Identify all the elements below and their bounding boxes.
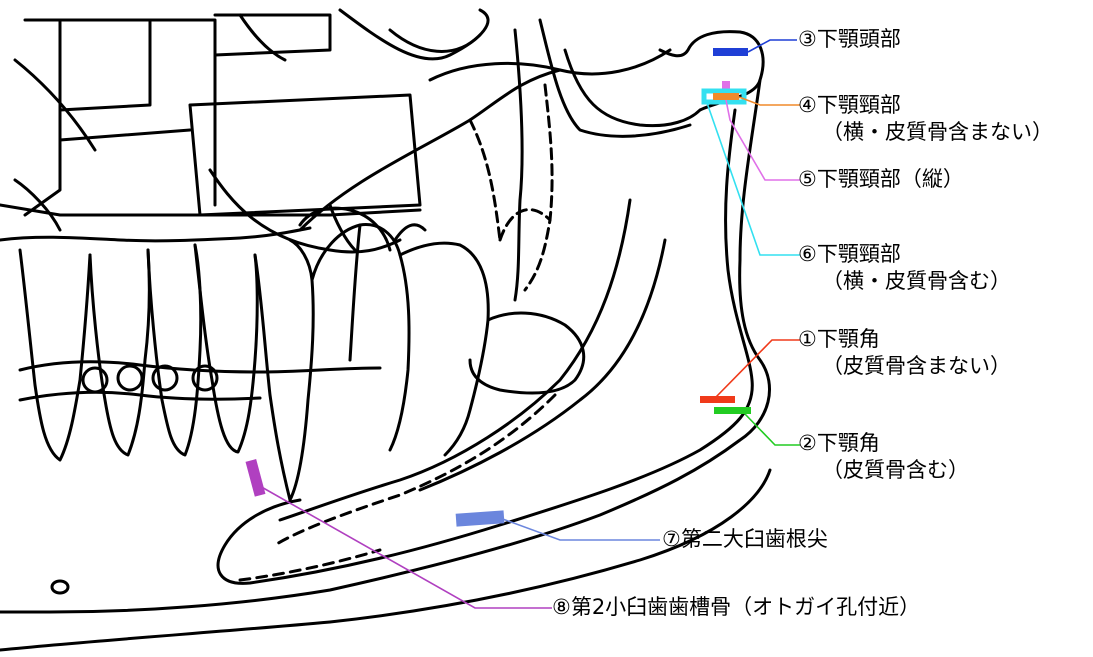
annotation-5-line1: ⑤下顎頸部（縦） — [798, 167, 964, 191]
annotation-8-line1: ⑧第2小臼歯歯槽骨（オトガイ孔付近） — [552, 595, 920, 619]
leader-5 — [726, 100, 800, 180]
annotation-4-line2: （横・皮質骨含まない） — [798, 119, 1053, 146]
annotation-3: ③下顎頭部 — [798, 26, 901, 53]
annotation-7: ⑦第二大臼歯根尖 — [662, 526, 828, 553]
leader-4 — [739, 97, 800, 105]
skull-outline — [0, 10, 770, 650]
annotation-1: ①下顎角 （皮質骨含まない） — [798, 326, 1011, 381]
annotation-6-line2: （横・皮質骨含む） — [798, 268, 1011, 295]
annotation-2-line1: ②下顎角 — [798, 431, 880, 455]
marker-3 — [713, 48, 748, 56]
annotation-4: ④下顎頸部 （横・皮質骨含まない） — [798, 92, 1053, 147]
annotation-7-line1: ⑦第二大臼歯根尖 — [662, 527, 828, 551]
annotation-6-line1: ⑥下顎頸部 — [798, 242, 901, 266]
marker-4 — [713, 93, 739, 100]
marker-7 — [456, 510, 505, 526]
annotation-1-line1: ①下顎角 — [798, 327, 880, 351]
marker-8 — [246, 459, 266, 497]
annotation-3-line1: ③下顎頭部 — [798, 27, 901, 51]
annotation-6: ⑥下顎頸部 （横・皮質骨含む） — [798, 241, 1011, 296]
leader-1 — [715, 340, 800, 398]
annotation-1-line2: （皮質骨含まない） — [798, 353, 1011, 380]
marker-1 — [700, 396, 735, 403]
annotation-4-line1: ④下顎頸部 — [798, 93, 901, 117]
marker-2 — [714, 407, 751, 414]
annotation-2: ②下顎角 （皮質骨含む） — [798, 430, 969, 485]
annotation-8: ⑧第2小臼歯歯槽骨（オトガイ孔付近） — [552, 594, 920, 621]
annotation-2-line2: （皮質骨含む） — [798, 457, 969, 484]
annotation-5: ⑤下顎頸部（縦） — [798, 166, 964, 193]
leader-lines — [258, 40, 800, 608]
